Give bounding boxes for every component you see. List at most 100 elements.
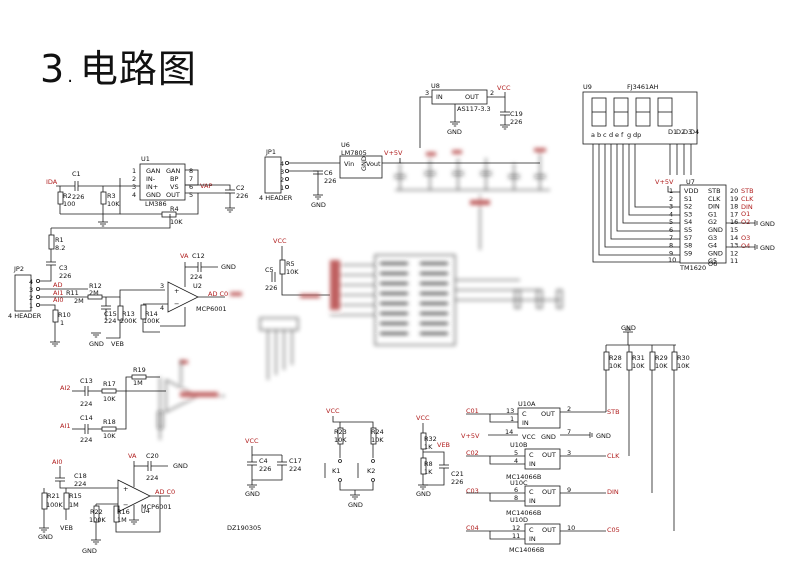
u7-left-num-4: 5 (669, 218, 673, 226)
u8-part: AS117-3.3 (457, 105, 491, 113)
u4-ref: U4 (141, 507, 150, 515)
r14-ref: R14 (145, 310, 158, 318)
c5-r5-block: VCC R5 10K C5 226 (265, 237, 330, 296)
r4-val: 10K (170, 218, 183, 226)
u7-left-num-5: 6 (669, 226, 673, 234)
u10d-p11: 11 (512, 532, 520, 540)
r11-val: 2M (74, 297, 84, 305)
seg-dp: dp (633, 131, 641, 139)
r23-ref: R23 (334, 428, 347, 436)
digit-d2: D2 (676, 128, 685, 136)
keys-gnd: GND (348, 501, 363, 509)
seg-b: b (597, 131, 601, 139)
jp2-ai1: AI1 (53, 289, 64, 297)
r10-val: 1 (60, 319, 64, 327)
blurred-u3 (157, 360, 225, 440)
net-c05: C05 (607, 526, 620, 534)
u10b-part: MC14066B (506, 473, 541, 481)
k2-label: K2 (367, 467, 375, 475)
c12-val: 224 (190, 273, 202, 281)
jp1-header: JP1 4 3 2 1 4 HEADER C6 226 GND (259, 148, 340, 209)
u7-left-pin-4: S4 (684, 218, 692, 226)
u10a-out: OUT (541, 410, 555, 418)
r8-ref: R8 (424, 460, 433, 468)
net-din: DIN (607, 488, 619, 496)
u7-net-o2: O2 (741, 218, 750, 226)
u2-p4: 4 (160, 304, 164, 312)
seg-a: a (591, 131, 595, 139)
u7-right-num-3: 17 (730, 210, 738, 218)
seg-c: c (603, 131, 607, 139)
u4-plus: + (123, 485, 128, 493)
u4-gnd-b: GND (173, 462, 188, 470)
jp2-label: 4 HEADER (8, 312, 42, 320)
title-dot: . (67, 66, 74, 87)
u1-n2: 2 (132, 175, 136, 183)
u8-in: IN (436, 93, 443, 101)
u2-minus: − (174, 300, 179, 308)
net-stb: STB (607, 408, 620, 416)
u7-right-num-4: 16 (730, 218, 738, 226)
u10c-ref: U10C (510, 479, 528, 487)
jp1-gnd: GND (311, 201, 326, 209)
r17-ref: R17 (103, 380, 116, 388)
c6-val: 226 (324, 177, 336, 185)
u10b-p4: 4 (514, 457, 518, 465)
u7-driver: V+5V U7 TM1620 VDD1S12S23S34S45S56S77S88… (592, 160, 775, 272)
sw-veb: VEB (437, 441, 450, 449)
u7-left-pin-0: VDD (684, 187, 698, 195)
c19-ref: C19 (510, 110, 523, 118)
u1-n6: 6 (189, 183, 193, 191)
u4-minus: − (123, 501, 128, 509)
u7-right-pin-2: DIN (708, 203, 720, 211)
net-c02: C02 (466, 449, 479, 457)
u10d-c: C (529, 526, 534, 534)
r31-ref: R31 (632, 354, 645, 362)
u1-amplifier: U1 GAN IN- IN+ GND GAN BP VS OUT 1 2 3 4… (132, 155, 231, 208)
r18-val: 10K (103, 432, 116, 440)
r13-ref: R13 (122, 310, 135, 318)
jp2-p4: 4 (29, 278, 33, 286)
u10a-p13: 13 (506, 407, 514, 415)
u10a-ref: U10A (518, 400, 536, 408)
u2-gnd: GND (221, 263, 236, 271)
c12-ref: C12 (192, 252, 205, 260)
u7-right-pin-9: G5 (708, 257, 717, 265)
digit-d3: D3 (683, 128, 692, 136)
u6-vin: Vin (344, 160, 354, 168)
c3-val: 226 (59, 272, 71, 280)
u4-adc0: AD C0 (155, 488, 175, 496)
title-text: 电路图 (79, 47, 197, 91)
r18-ref: R18 (103, 418, 116, 426)
u10a-p1: 1 (510, 415, 514, 423)
u7-net-o4: O4 (741, 242, 750, 250)
r1-val: 8.2 (55, 244, 65, 252)
c20-ref: C20 (146, 452, 159, 460)
u7-net-stb: STB (741, 187, 754, 195)
r1-ref: R1 (55, 236, 64, 244)
u7-right-pin-6: G3 (708, 234, 717, 242)
c4-ref: C4 (259, 457, 268, 465)
u3-opamp: AI2 C13 224 R17 10K R19 1M AI1 C14 224 R… (60, 366, 166, 444)
pullup-gnd: GND (621, 324, 636, 332)
u3-ai1: AI1 (60, 422, 71, 430)
u7-ref: U7 (686, 178, 695, 186)
u1-n8: 8 (189, 167, 193, 175)
u10c-part: MC14066B (506, 509, 541, 517)
c5-vcc: VCC (273, 237, 287, 245)
jp2-p3: 3 (29, 286, 33, 294)
left-passives: IDA C1 226 R2 100 R3 10K R4 10K C2 226 R… (46, 170, 248, 280)
c14-val: 224 (80, 436, 92, 444)
c14-ref: C14 (80, 414, 93, 422)
u1-l1: GAN (146, 167, 160, 175)
r28-val: 10K (609, 362, 622, 370)
sw-v5: V+5V (461, 432, 480, 440)
r31-val: 10K (632, 362, 645, 370)
u10-gnd: GND (541, 433, 556, 441)
u1-r7: BP (170, 175, 178, 183)
u2-gnd2: GND (89, 340, 104, 348)
u1-n5: 5 (189, 191, 193, 199)
u1-n3: 3 (132, 183, 136, 191)
r24-val: 10K (371, 436, 384, 444)
u10c-c: C (529, 488, 534, 496)
